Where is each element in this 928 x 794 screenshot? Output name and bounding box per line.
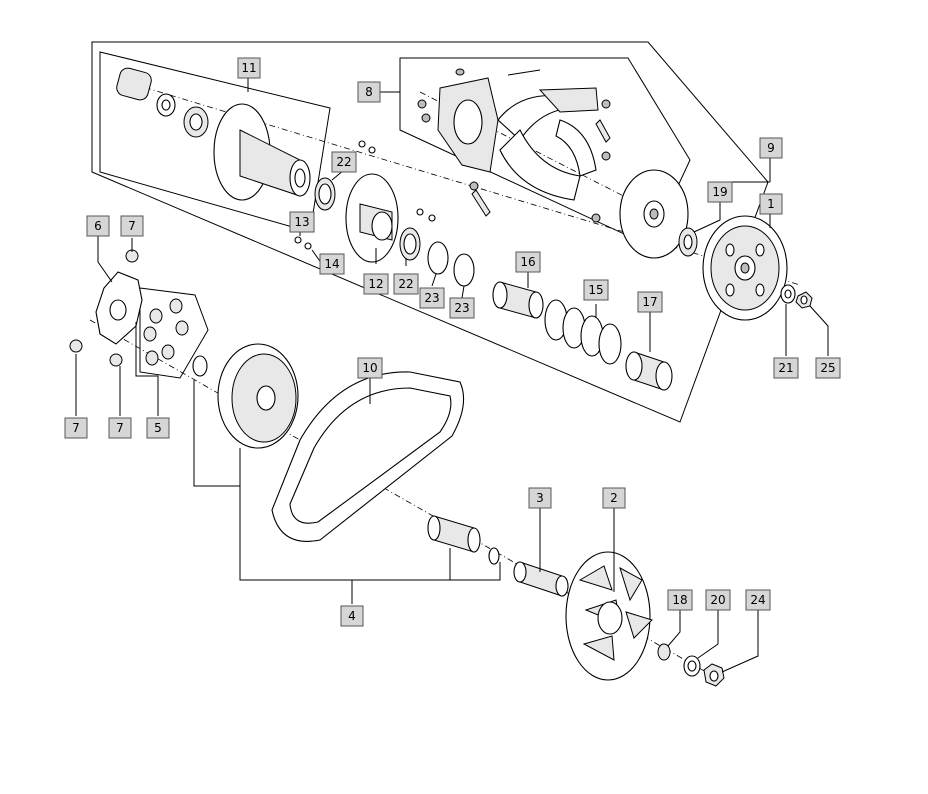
svg-text:8: 8 bbox=[365, 85, 373, 99]
axis-drive-pulley bbox=[89, 319, 721, 681]
part-spring-15 bbox=[544, 299, 622, 365]
callout-11: 11 bbox=[237, 57, 261, 79]
part-clutch-shoes-assembly bbox=[417, 68, 689, 259]
callout-7-left: 7 bbox=[64, 417, 88, 439]
svg-text:19: 19 bbox=[712, 185, 727, 199]
callout-12: 12 bbox=[363, 273, 389, 295]
svg-text:16: 16 bbox=[520, 255, 535, 269]
svg-text:22: 22 bbox=[336, 155, 351, 169]
callout-18: 18 bbox=[667, 589, 693, 611]
svg-text:7: 7 bbox=[116, 421, 124, 435]
svg-text:9: 9 bbox=[767, 141, 775, 155]
callout-25: 25 bbox=[815, 357, 841, 379]
part-v-belt-10 bbox=[271, 371, 465, 542]
callout-1: 1 bbox=[759, 193, 783, 215]
assembly-outline-roller-set bbox=[139, 287, 209, 379]
callout-21: 21 bbox=[773, 357, 799, 379]
callout-7-middle: 7 bbox=[108, 417, 132, 439]
part-pins-13 bbox=[294, 140, 376, 250]
callout-20: 20 bbox=[705, 589, 731, 611]
callout-17: 17 bbox=[637, 291, 663, 313]
callout-7-top: 7 bbox=[120, 215, 144, 237]
part-washer-20 bbox=[683, 655, 701, 677]
svg-text:2: 2 bbox=[610, 491, 618, 505]
svg-text:5: 5 bbox=[154, 421, 162, 435]
callout-22-lower: 22 bbox=[393, 273, 419, 295]
svg-text:24: 24 bbox=[750, 593, 765, 607]
svg-text:3: 3 bbox=[536, 491, 544, 505]
svg-text:13: 13 bbox=[294, 215, 309, 229]
svg-text:1: 1 bbox=[767, 197, 775, 211]
svg-text:14: 14 bbox=[324, 257, 339, 271]
callout-9: 9 bbox=[759, 137, 783, 159]
part-bushing-3 bbox=[513, 561, 569, 597]
callout-2: 2 bbox=[602, 487, 626, 509]
part-spring-cup-17 bbox=[625, 351, 673, 391]
svg-text:22: 22 bbox=[398, 277, 413, 291]
callout-23-right: 23 bbox=[449, 297, 475, 319]
part-o-rings-23 bbox=[427, 241, 475, 287]
callout-15: 15 bbox=[583, 279, 609, 301]
part-washer-21 bbox=[780, 284, 796, 304]
svg-text:25: 25 bbox=[820, 361, 835, 375]
part-sliders-7 bbox=[69, 249, 139, 367]
part-driven-pulley-movable-half bbox=[345, 173, 436, 263]
svg-text:21: 21 bbox=[778, 361, 793, 375]
part-nut-25 bbox=[795, 291, 813, 309]
part-sleeve-16 bbox=[492, 281, 544, 319]
svg-text:15: 15 bbox=[588, 283, 603, 297]
callout-13: 13 bbox=[289, 211, 315, 233]
callout-6: 6 bbox=[86, 215, 110, 237]
svg-text:7: 7 bbox=[128, 219, 136, 233]
svg-text:18: 18 bbox=[672, 593, 687, 607]
part-clutch-bell bbox=[702, 215, 788, 321]
part-rollers-5 bbox=[143, 298, 189, 366]
part-gear-18 bbox=[657, 643, 671, 661]
svg-text:11: 11 bbox=[241, 61, 256, 75]
svg-text:4: 4 bbox=[348, 609, 356, 623]
svg-text:12: 12 bbox=[368, 277, 383, 291]
svg-text:23: 23 bbox=[424, 291, 439, 305]
leader-lines bbox=[75, 78, 829, 673]
part-oil-seal-22-lower bbox=[399, 227, 421, 261]
callout-22-upper: 22 bbox=[331, 151, 357, 173]
callout-8: 8 bbox=[357, 81, 381, 103]
part-washer-19 bbox=[678, 227, 698, 257]
callout-4: 4 bbox=[340, 605, 364, 627]
callout-14: 14 bbox=[319, 253, 345, 275]
svg-text:17: 17 bbox=[642, 295, 657, 309]
svg-text:10: 10 bbox=[362, 361, 377, 375]
callout-23-left: 23 bbox=[419, 287, 445, 309]
callout-24: 24 bbox=[745, 589, 771, 611]
callout-19: 19 bbox=[707, 181, 733, 203]
svg-text:6: 6 bbox=[94, 219, 102, 233]
svg-text:23: 23 bbox=[454, 301, 469, 315]
callout-3: 3 bbox=[528, 487, 552, 509]
part-drive-pulley-movable-half bbox=[192, 343, 500, 565]
part-oil-seal-22-upper bbox=[314, 177, 336, 211]
callout-16: 16 bbox=[515, 251, 541, 273]
svg-text:20: 20 bbox=[710, 593, 725, 607]
callout-10: 10 bbox=[357, 357, 383, 379]
part-ramp-plate-6 bbox=[95, 271, 143, 345]
part-driven-pulley-fixed-half bbox=[116, 67, 311, 201]
part-nut-24 bbox=[703, 663, 725, 687]
part-drive-pulley-fan-2 bbox=[565, 551, 653, 681]
svg-text:7: 7 bbox=[72, 421, 80, 435]
callout-5: 5 bbox=[146, 417, 170, 439]
